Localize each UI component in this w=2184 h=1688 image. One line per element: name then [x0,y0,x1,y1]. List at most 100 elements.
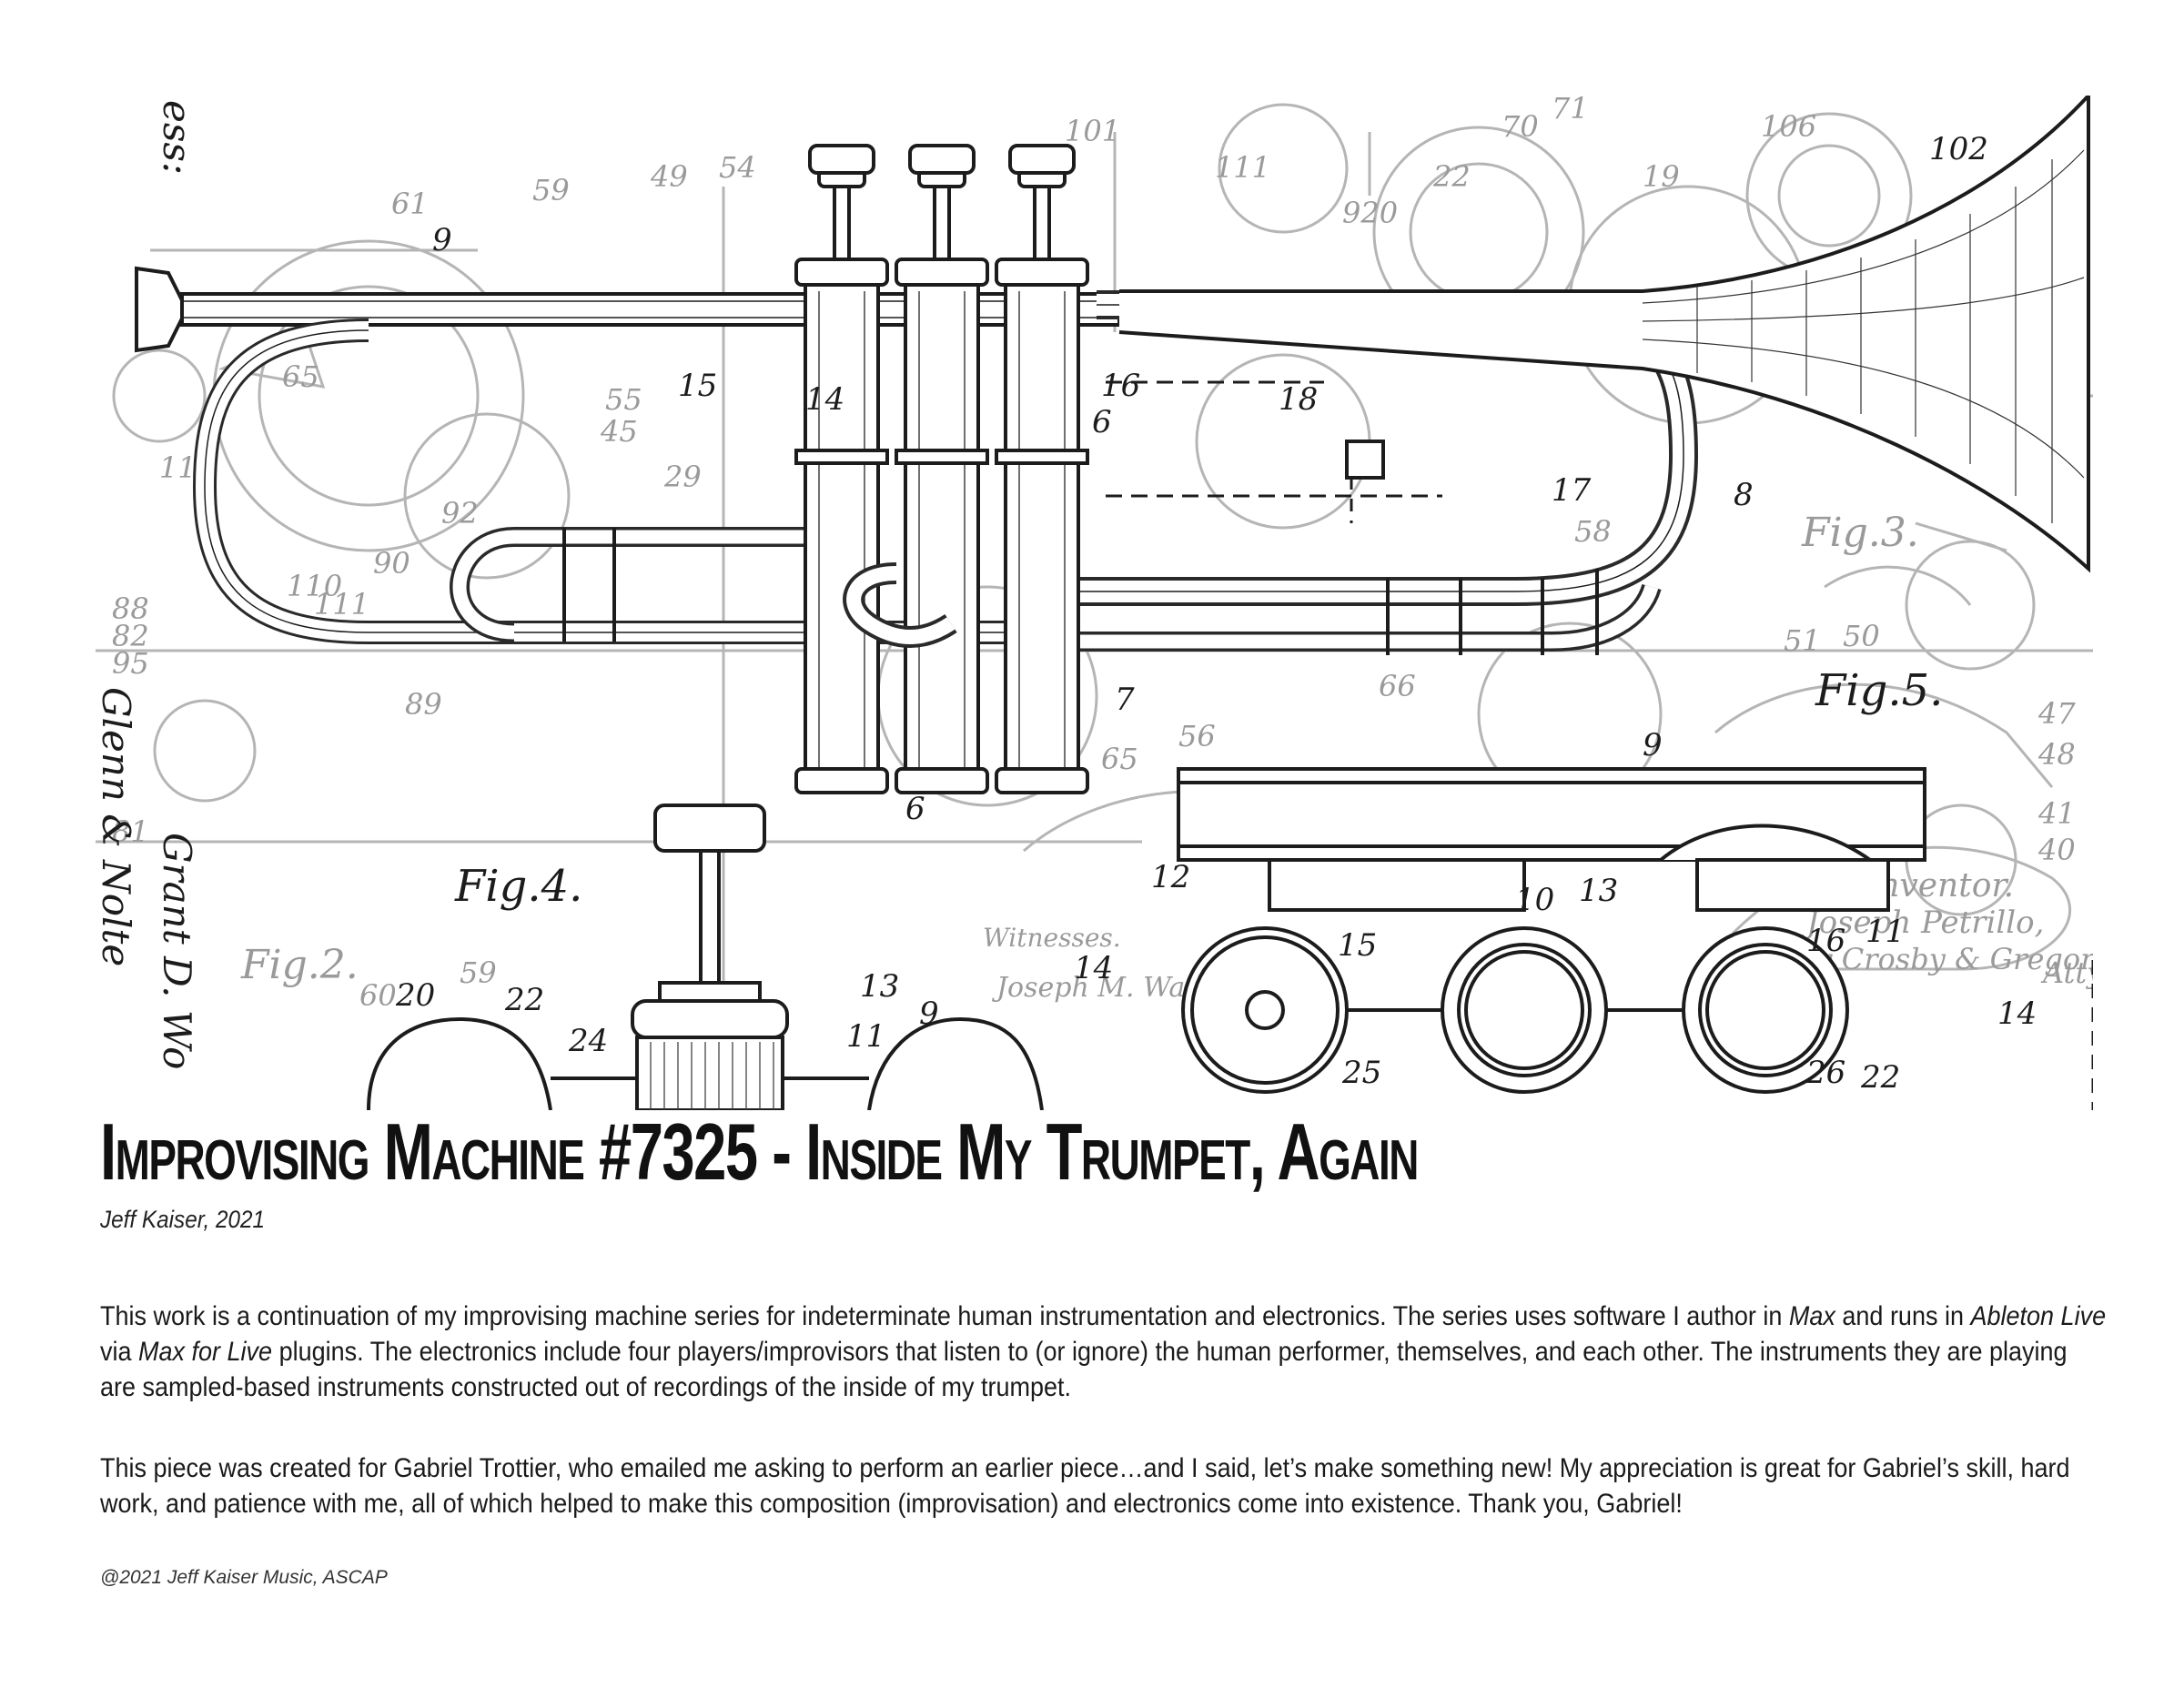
label-n26: 26 [1805,1055,1845,1091]
label-n47: 47 [2037,696,2076,731]
page-title: Improvising Machine #7325 - Inside My Tr… [100,1107,1419,1197]
label-n12: 12 [1151,859,1190,895]
label-n11: 11 [1866,914,1905,950]
label-n89: 89 [405,687,442,722]
label-n50: 50 [1843,619,1880,653]
label-n111b: 111 [1215,150,1270,185]
label-n65: 65 [282,359,319,394]
fig5-rings [1181,926,1849,1094]
label-n7: 7 [1115,682,1135,718]
label-n16: 16 [1101,368,1140,404]
valve-casings [804,280,1080,793]
label-n106: 106 [1761,109,1816,144]
label-n41: 41 [2037,796,2076,831]
label-n92: 92 [441,496,479,531]
label-n29: 29 [663,460,702,494]
label-n14c: 14 [1997,996,2037,1032]
label-n65b: 65 [1101,742,1138,776]
label-n60: 60 [359,978,397,1013]
side-signatures: Grant D. Wo Glenn & Nolte ess: [96,100,199,1069]
label-n56: 56 [1178,719,1216,753]
label-n66: 66 [1379,669,1416,703]
fig5-pipe-section [1177,767,1926,912]
label-n58: 58 [1574,514,1612,549]
side-name-2: Glenn & Nolte [96,687,138,966]
label-n10: 10 [1515,882,1554,918]
label-n59b: 59 [460,955,497,990]
trumpet-patent-illustration: 61 59 49 54 55 45 29 92 90 110 111 112 6… [96,96,2093,1110]
label-n40: 40 [2037,833,2076,867]
label-fig3: Fig.3. [1801,510,1919,556]
label-n101: 101 [1065,114,1120,148]
label-n59: 59 [532,173,570,207]
label-n88: 88 [112,591,149,626]
reference-labels: 102 8 17 18 16 6 15 14 7 6 9 9 10 11 12 … [395,131,2037,1096]
label-n6b: 6 [905,791,925,827]
label-n9c: 9 [919,996,939,1032]
label-n15: 15 [678,368,717,404]
label-n16b: 16 [1806,923,1845,959]
label-n81: 81 [112,814,149,849]
label-n9b: 9 [1643,727,1663,763]
p1-text-2: and runs in [1835,1301,1971,1331]
label-n54: 54 [719,150,756,185]
trumpet-drawing [135,96,2093,1110]
label-n95: 95 [112,646,149,681]
label-n48: 48 [2037,737,2076,772]
label-n19: 19 [1643,159,1680,194]
fig4-valve-detail [367,804,1044,1110]
valve-buttons [808,144,1076,261]
label-n13b: 13 [860,968,899,1005]
label-n11b: 11 [846,1018,885,1055]
p1-max-for-live: Max for Live [138,1337,273,1367]
label-n18: 18 [1279,381,1318,418]
label-n22b: 22 [1860,1059,1900,1096]
label-n14: 14 [805,381,844,418]
side-top: ess: [155,100,199,175]
p1-max: Max [1788,1301,1835,1331]
label-n51: 51 [1784,623,1821,658]
label-n17: 17 [1552,472,1592,509]
p1-text-4: plugins. The electronics include four pl… [100,1337,2068,1402]
label-n6a: 6 [1092,404,1112,440]
label-witnesses: Witnesses. [983,923,1121,953]
label-n55: 55 [605,382,642,417]
label-fig2: Fig.2. [240,942,359,988]
label-n9a: 9 [432,222,452,258]
p1-ableton-live: Ableton Live [1970,1301,2107,1331]
byline: Jeff Kaiser, 2021 [100,1206,266,1233]
label-n13a: 13 [1579,873,1618,909]
label-n15b: 15 [1338,927,1377,964]
label-fig4: Fig.4. [454,861,582,912]
mouthpiece [135,266,189,353]
description-paragraph-2: This piece was created for Gabriel Trott… [100,1453,2070,1519]
label-n111: 111 [314,587,369,622]
label-n71: 71 [1552,96,1589,126]
label-attorneys: by Crosby & Gregory [1797,942,2093,976]
p1-text-3: via [100,1337,139,1367]
label-n70: 70 [1502,109,1539,144]
label-n110: 110 [287,569,342,603]
label-n61: 61 [391,187,429,221]
label-n82: 82 [112,619,149,653]
label-n102: 102 [1929,131,1988,167]
label-n25: 25 [1341,1055,1381,1091]
label-n22: 22 [1432,159,1471,194]
label-n24: 24 [568,1023,608,1059]
label-n49: 49 [650,159,688,194]
label-n22: 22 [504,982,544,1018]
copyright-notice: @2021 Jeff Kaiser Music, ASCAP [100,1567,388,1588]
label-n920: 920 [1342,196,1398,230]
label-n20: 20 [395,977,435,1014]
label-fig5: Fig.5. [1815,665,1943,716]
label-n8: 8 [1734,477,1754,513]
label-attys: Attys. [2040,955,2093,990]
p1-text-1: This work is a continuation of my improv… [100,1301,1789,1331]
label-n45: 45 [600,414,638,449]
bell [1118,96,2090,573]
label-n14b: 14 [1074,950,1113,986]
label-n90: 90 [373,546,410,581]
side-name-1: Grant D. Wo [155,833,199,1069]
background-labels: 61 59 49 54 55 45 29 92 90 110 111 112 6… [112,96,2093,1013]
description-paragraph-1: This work is a continuation of my improv… [100,1299,2107,1405]
